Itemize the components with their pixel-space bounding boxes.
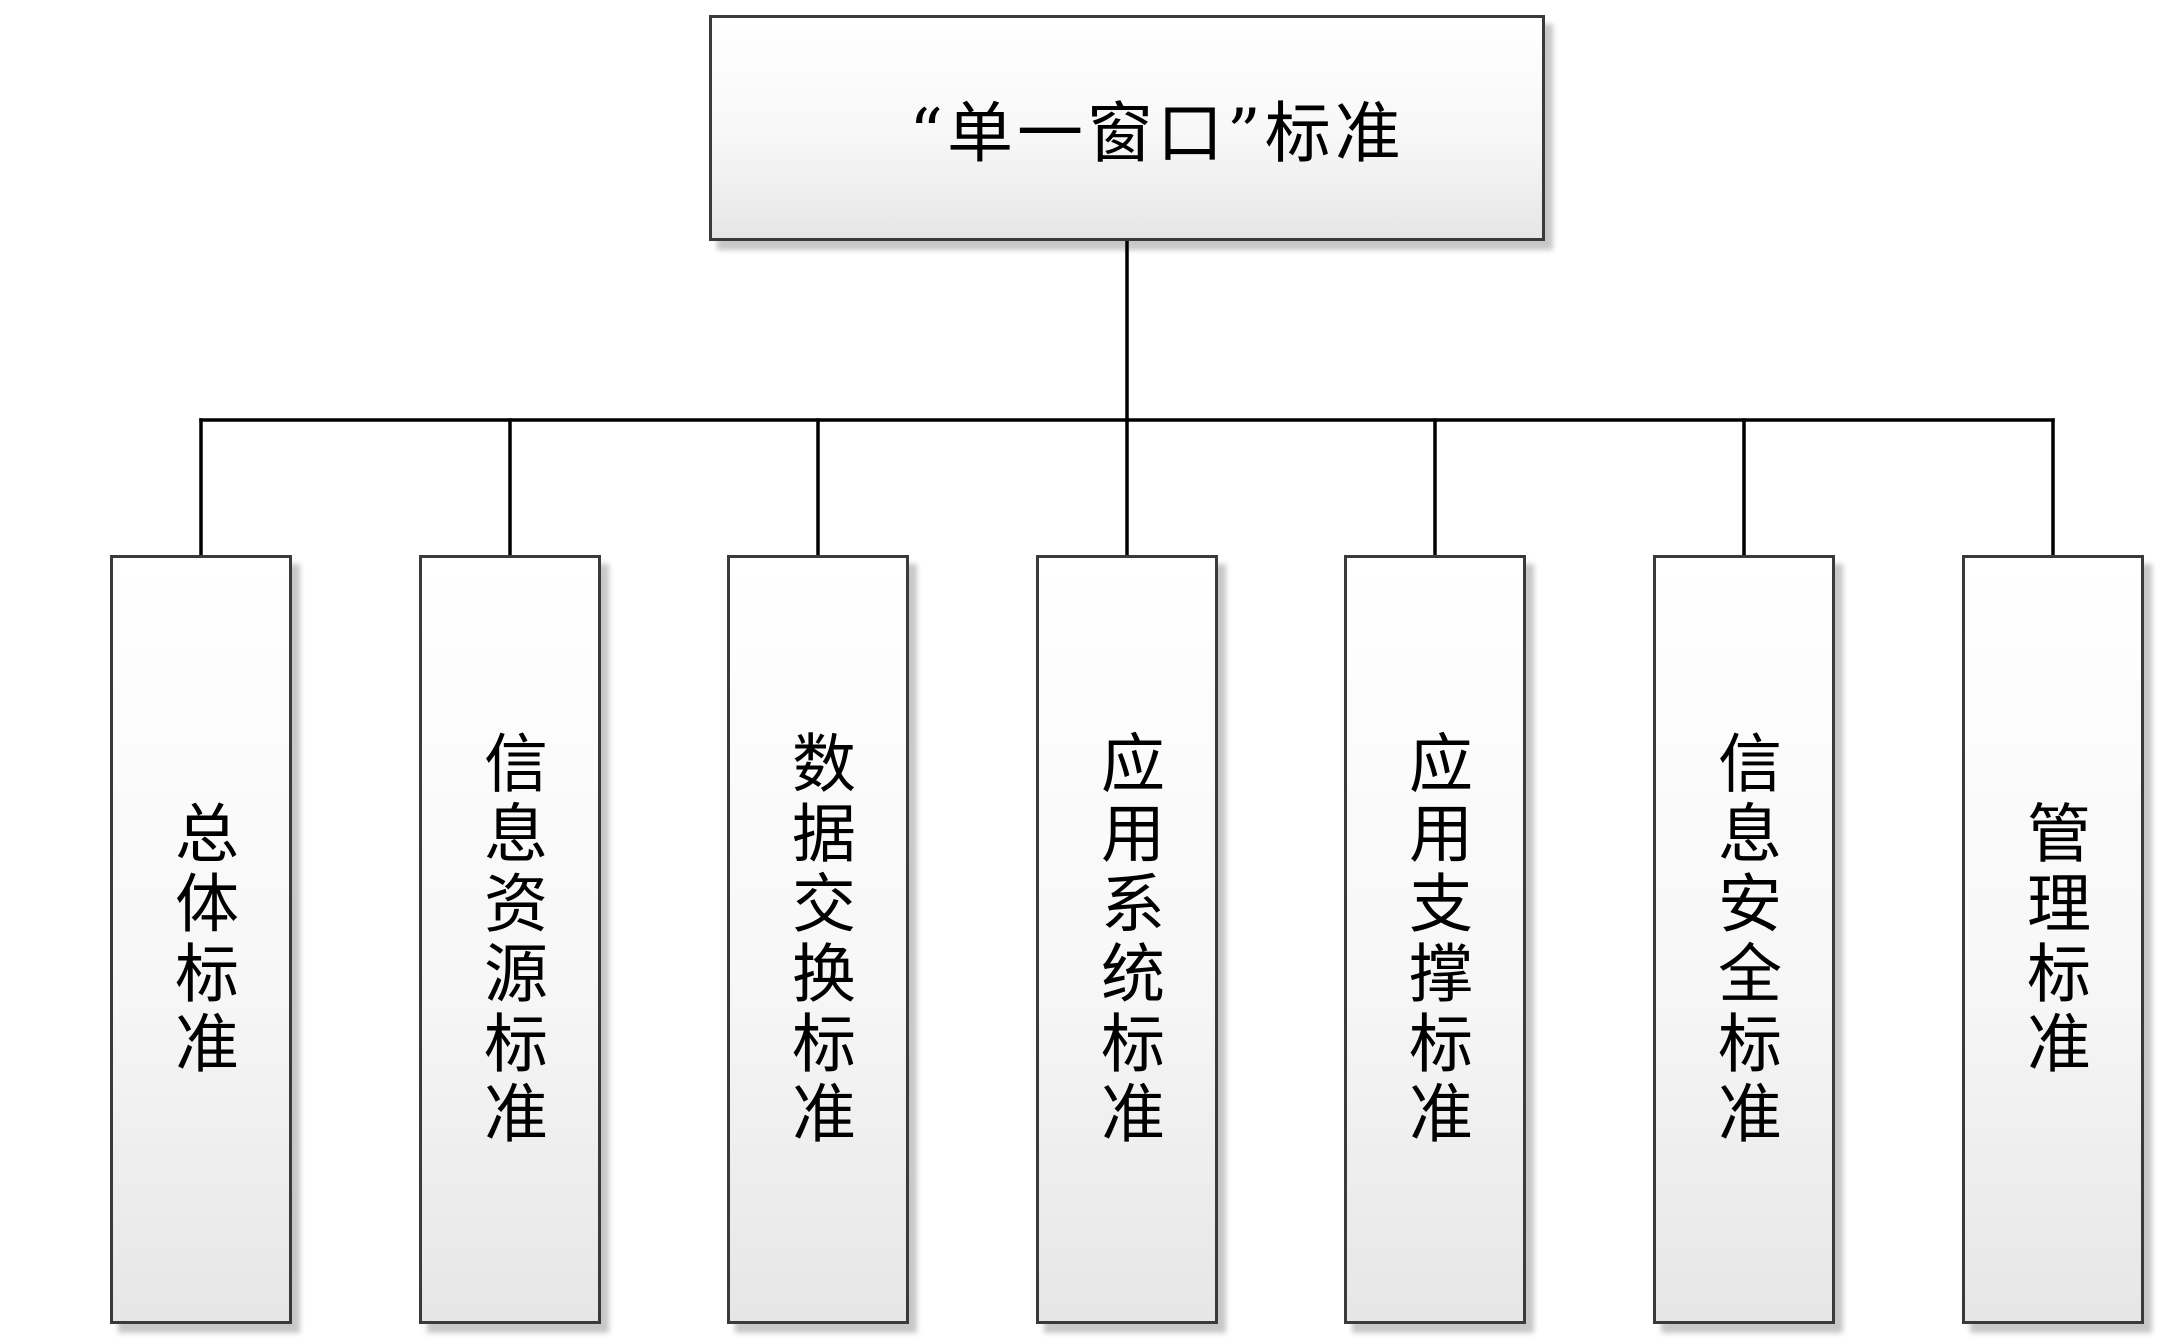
root-node: “单一窗口”标准 bbox=[709, 15, 1545, 241]
child-node-label: 应用系统标准 bbox=[1090, 729, 1164, 1150]
root-node-label: “单一窗口”标准 bbox=[909, 95, 1405, 172]
child-node-label: 信息安全标准 bbox=[1707, 729, 1781, 1150]
child-node-label: 管理标准 bbox=[2016, 799, 2090, 1080]
child-node-data-exchange-standard: 数据交换标准 bbox=[727, 555, 909, 1324]
child-node-label: 信息资源标准 bbox=[473, 729, 547, 1150]
child-node-label: 应用支撑标准 bbox=[1398, 729, 1472, 1150]
child-node-label: 总体标准 bbox=[164, 799, 238, 1080]
child-node-application-support-standard: 应用支撑标准 bbox=[1344, 555, 1526, 1324]
child-node-overall-standard: 总体标准 bbox=[110, 555, 292, 1324]
child-node-management-standard: 管理标准 bbox=[1962, 555, 2144, 1324]
child-node-information-security-standard: 信息安全标准 bbox=[1653, 555, 1835, 1324]
child-node-application-system-standard: 应用系统标准 bbox=[1036, 555, 1218, 1324]
child-node-label: 数据交换标准 bbox=[781, 729, 855, 1150]
child-node-information-resource-standard: 信息资源标准 bbox=[419, 555, 601, 1324]
